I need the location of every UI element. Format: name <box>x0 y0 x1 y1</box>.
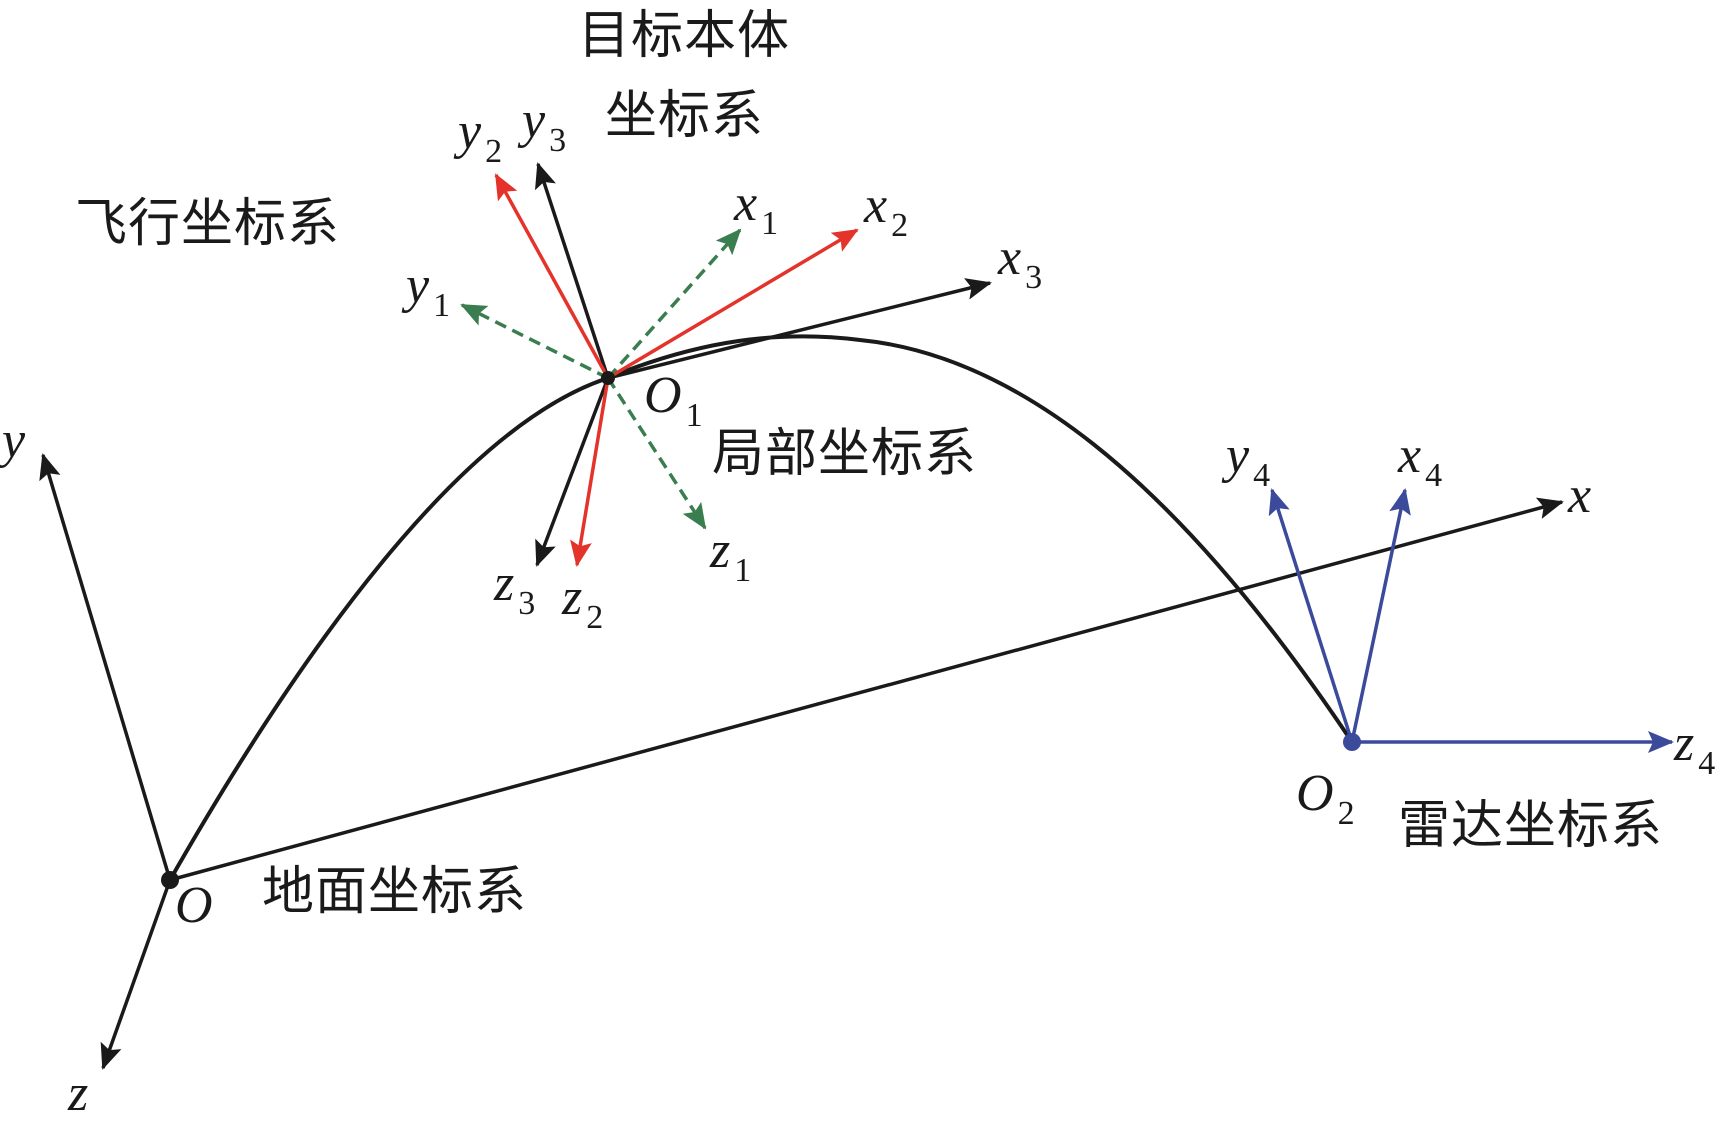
flight-z1-axis <box>606 377 707 530</box>
body-z2-axis <box>570 377 610 567</box>
local-origin-dot <box>601 371 615 385</box>
ground-origin-dot <box>161 871 179 889</box>
ground-x-axis <box>169 497 1564 882</box>
body-y2-axis <box>494 173 610 379</box>
flight-frame-label: 飞行坐标系 <box>75 194 341 254</box>
flight-x1-axis <box>606 228 742 380</box>
flight-y1-axis <box>460 303 609 380</box>
ground-y-axis <box>39 453 172 881</box>
body-frame-label-line1: 目标本体 <box>578 6 791 66</box>
local-y3-axis <box>535 162 610 379</box>
body-x2-axis <box>607 228 859 380</box>
radar-x4-axis <box>1350 488 1411 743</box>
radar-y4-axis <box>1268 488 1354 743</box>
trajectory-curve <box>168 334 1354 881</box>
ground-z-axis <box>100 879 172 1070</box>
local-frame-label: 局部坐标系 <box>712 424 978 484</box>
body-frame-label-line2: 坐标系 <box>605 86 765 146</box>
radar-origin-dot <box>1343 733 1361 751</box>
ground-origin-label: O <box>175 877 213 934</box>
ground-z-label: z <box>68 1065 89 1122</box>
radar-frame-label: 雷达坐标系 <box>1398 796 1664 856</box>
local-x3-axis <box>607 278 992 380</box>
ground-y-label: y <box>2 412 26 469</box>
ground-frame-label: 地面坐标系 <box>262 862 528 922</box>
ground-x-label: x <box>1568 467 1592 524</box>
local-z3-axis <box>535 377 610 567</box>
